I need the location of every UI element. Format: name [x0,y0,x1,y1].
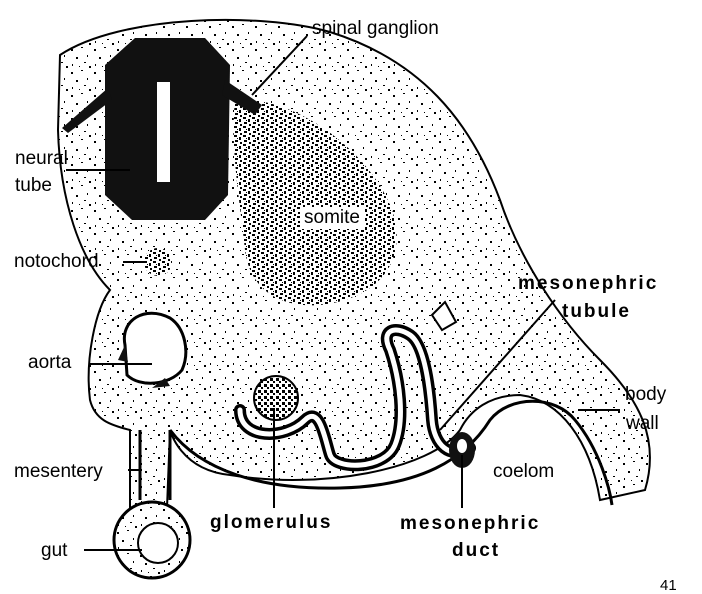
mesentery-label: mesentery [14,461,103,483]
mesonephric-tubule-label-line2: tubule [562,301,631,323]
mesonephric-tubule-label-line1: mesonephric [518,273,658,295]
neural-canal [157,82,170,182]
mesonephric-duct-label-line1: mesonephric [400,513,540,535]
gut-lumen [138,523,178,563]
notochord-label: notochord [14,251,99,273]
aorta [124,313,185,383]
spinal-ganglion-label: spinal ganglion [312,18,439,40]
glomerulus-label: glomerulus [210,512,332,534]
coelom-label: coelom [493,461,554,483]
mesonephric-duct-label-line2: duct [452,540,500,562]
body-wall-label-line2: wall [626,413,659,435]
neural-tube-label-line2: tube [15,175,52,197]
gut-label: gut [41,540,67,562]
somite-label: somite [300,207,364,229]
neural-tube-label-line1: neural [15,148,68,170]
page-number: 41 [660,578,677,593]
glomerulus [254,376,298,420]
aorta-label: aorta [28,352,71,374]
body-wall-label-line1: body [625,384,666,406]
notochord [144,248,172,276]
